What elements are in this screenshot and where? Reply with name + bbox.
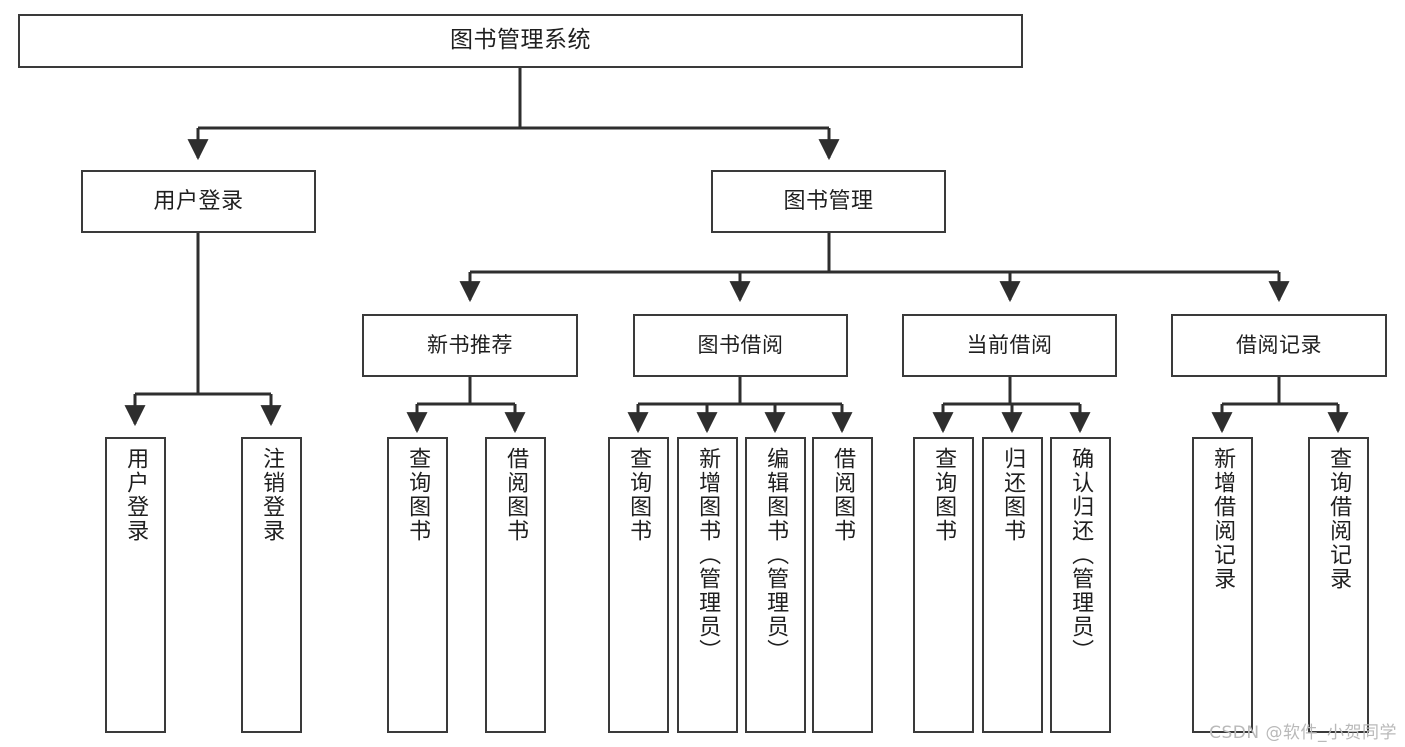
leaf-borrow-add-book-admin[interactable]: 新增图书（管理员） [677, 437, 738, 733]
node-label: 当前借阅 [966, 333, 1053, 358]
node-book-borrow[interactable]: 图书借阅 [633, 314, 848, 377]
csdn-watermark: CSDN @软件_小贺同学 [1209, 723, 1397, 743]
node-label: 查询图书 [405, 447, 431, 543]
node-label: 确认归还（管理员） [1068, 447, 1094, 663]
node-user-login[interactable]: 用户登录 [81, 170, 316, 233]
leaf-user-login-login[interactable]: 用户登录 [105, 437, 166, 733]
leaf-borrow-borrow-book[interactable]: 借阅图书 [812, 437, 873, 733]
leaf-current-query-book[interactable]: 查询图书 [913, 437, 974, 733]
node-label: 图书借阅 [697, 333, 784, 358]
node-label: 编辑图书（管理员） [763, 447, 789, 663]
leaf-record-add-record[interactable]: 新增借阅记录 [1192, 437, 1253, 733]
node-label: 借阅图书 [830, 447, 856, 543]
leaf-recommend-query-book[interactable]: 查询图书 [387, 437, 448, 733]
node-label: 查询图书 [931, 447, 957, 543]
leaf-recommend-borrow-book[interactable]: 借阅图书 [485, 437, 546, 733]
leaf-current-confirm-return-admin[interactable]: 确认归还（管理员） [1050, 437, 1111, 733]
node-label: 借阅记录 [1236, 333, 1322, 358]
node-label: 新增借阅记录 [1210, 447, 1236, 591]
node-current-borrow[interactable]: 当前借阅 [902, 314, 1117, 377]
node-new-book-recommend[interactable]: 新书推荐 [362, 314, 578, 377]
leaf-current-return-book[interactable]: 归还图书 [982, 437, 1043, 733]
node-root-system[interactable]: 图书管理系统 [18, 14, 1023, 68]
leaf-borrow-query-book[interactable]: 查询图书 [608, 437, 669, 733]
node-label: 借阅图书 [503, 447, 529, 543]
leaf-record-query-record[interactable]: 查询借阅记录 [1308, 437, 1369, 733]
node-label: 查询图书 [626, 447, 652, 543]
node-label: 新书推荐 [427, 333, 513, 358]
leaf-user-login-logout[interactable]: 注销登录 [241, 437, 302, 733]
node-label: 用户登录 [153, 188, 244, 214]
leaf-borrow-edit-book-admin[interactable]: 编辑图书（管理员） [745, 437, 806, 733]
node-book-management[interactable]: 图书管理 [711, 170, 946, 233]
node-label: 查询借阅记录 [1326, 447, 1352, 591]
node-label: 用户登录 [123, 447, 149, 543]
node-label: 注销登录 [259, 447, 285, 543]
node-borrow-record[interactable]: 借阅记录 [1171, 314, 1387, 377]
node-label: 归还图书 [1000, 447, 1026, 543]
node-label: 新增图书（管理员） [695, 447, 721, 663]
node-label: 图书管理 [783, 188, 874, 214]
node-label: 图书管理系统 [450, 27, 591, 54]
